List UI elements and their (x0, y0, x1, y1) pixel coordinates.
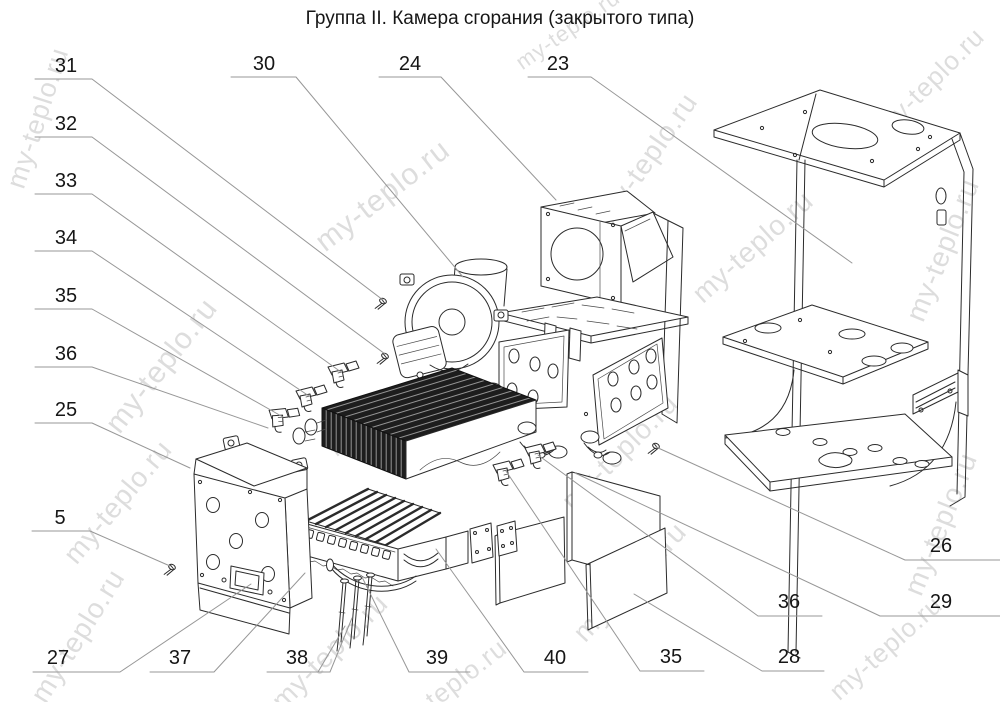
leader-lines (31, 76, 1000, 673)
ignition-electrodes-part-38 (336, 572, 375, 652)
leader-line-29 (574, 472, 1000, 617)
callout-40: 40 (543, 647, 567, 669)
callout-23: 23 (546, 53, 570, 75)
leader-line-32 (34, 136, 386, 355)
leader-line-37 (149, 572, 306, 673)
leader-line-26 (655, 446, 1000, 561)
frame-part-23 (713, 89, 974, 659)
side-panel-part-25 (193, 435, 313, 635)
callout-38: 38 (285, 647, 309, 669)
fan-assembly-part-30 (392, 258, 523, 407)
heat-exchanger (292, 367, 622, 480)
leader-line-33 (34, 193, 342, 373)
leader-line-35 (34, 308, 284, 418)
callout-39: 39 (425, 647, 449, 669)
callout-24: 24 (398, 53, 422, 75)
callout-27: 27 (46, 647, 70, 669)
callout-25: 25 (54, 399, 78, 421)
leader-line-25 (34, 422, 191, 469)
callout-37: 37 (168, 647, 192, 669)
insulation-panels (494, 471, 668, 631)
callout-32: 32 (54, 113, 78, 135)
callout-36: 36 (777, 591, 801, 613)
leader-line-28 (633, 593, 825, 672)
callout-26: 26 (929, 535, 953, 557)
callout-35: 35 (54, 285, 78, 307)
leader-line-40 (435, 548, 589, 673)
callout-31: 31 (54, 55, 78, 77)
callout-36: 36 (54, 343, 78, 365)
leader-line-36 (34, 366, 269, 429)
leader-line-35 (505, 470, 705, 672)
combustion-chamber-part-24 (498, 190, 689, 446)
callout-33: 33 (54, 170, 78, 192)
leader-line-30 (230, 76, 464, 278)
callout-5: 5 (54, 507, 66, 529)
burner-assembly (299, 487, 518, 592)
leader-line-27 (32, 583, 252, 673)
leader-line-38 (266, 617, 353, 673)
leader-line-39 (361, 576, 471, 673)
callout-34: 34 (54, 227, 78, 249)
leader-line-36 (537, 454, 823, 617)
leader-line-31 (34, 78, 384, 301)
leader-line-5 (31, 530, 171, 567)
callout-29: 29 (929, 591, 953, 613)
leader-line-38 (317, 625, 346, 673)
leader-line-23 (527, 76, 853, 264)
callout-35: 35 (659, 646, 683, 668)
callout-28: 28 (777, 646, 801, 668)
leader-line-24 (378, 76, 557, 201)
diagram-title: Группа II. Камера сгорания (закрытого ти… (305, 8, 695, 29)
callout-30: 30 (252, 53, 276, 75)
leader-line-34 (34, 250, 310, 397)
